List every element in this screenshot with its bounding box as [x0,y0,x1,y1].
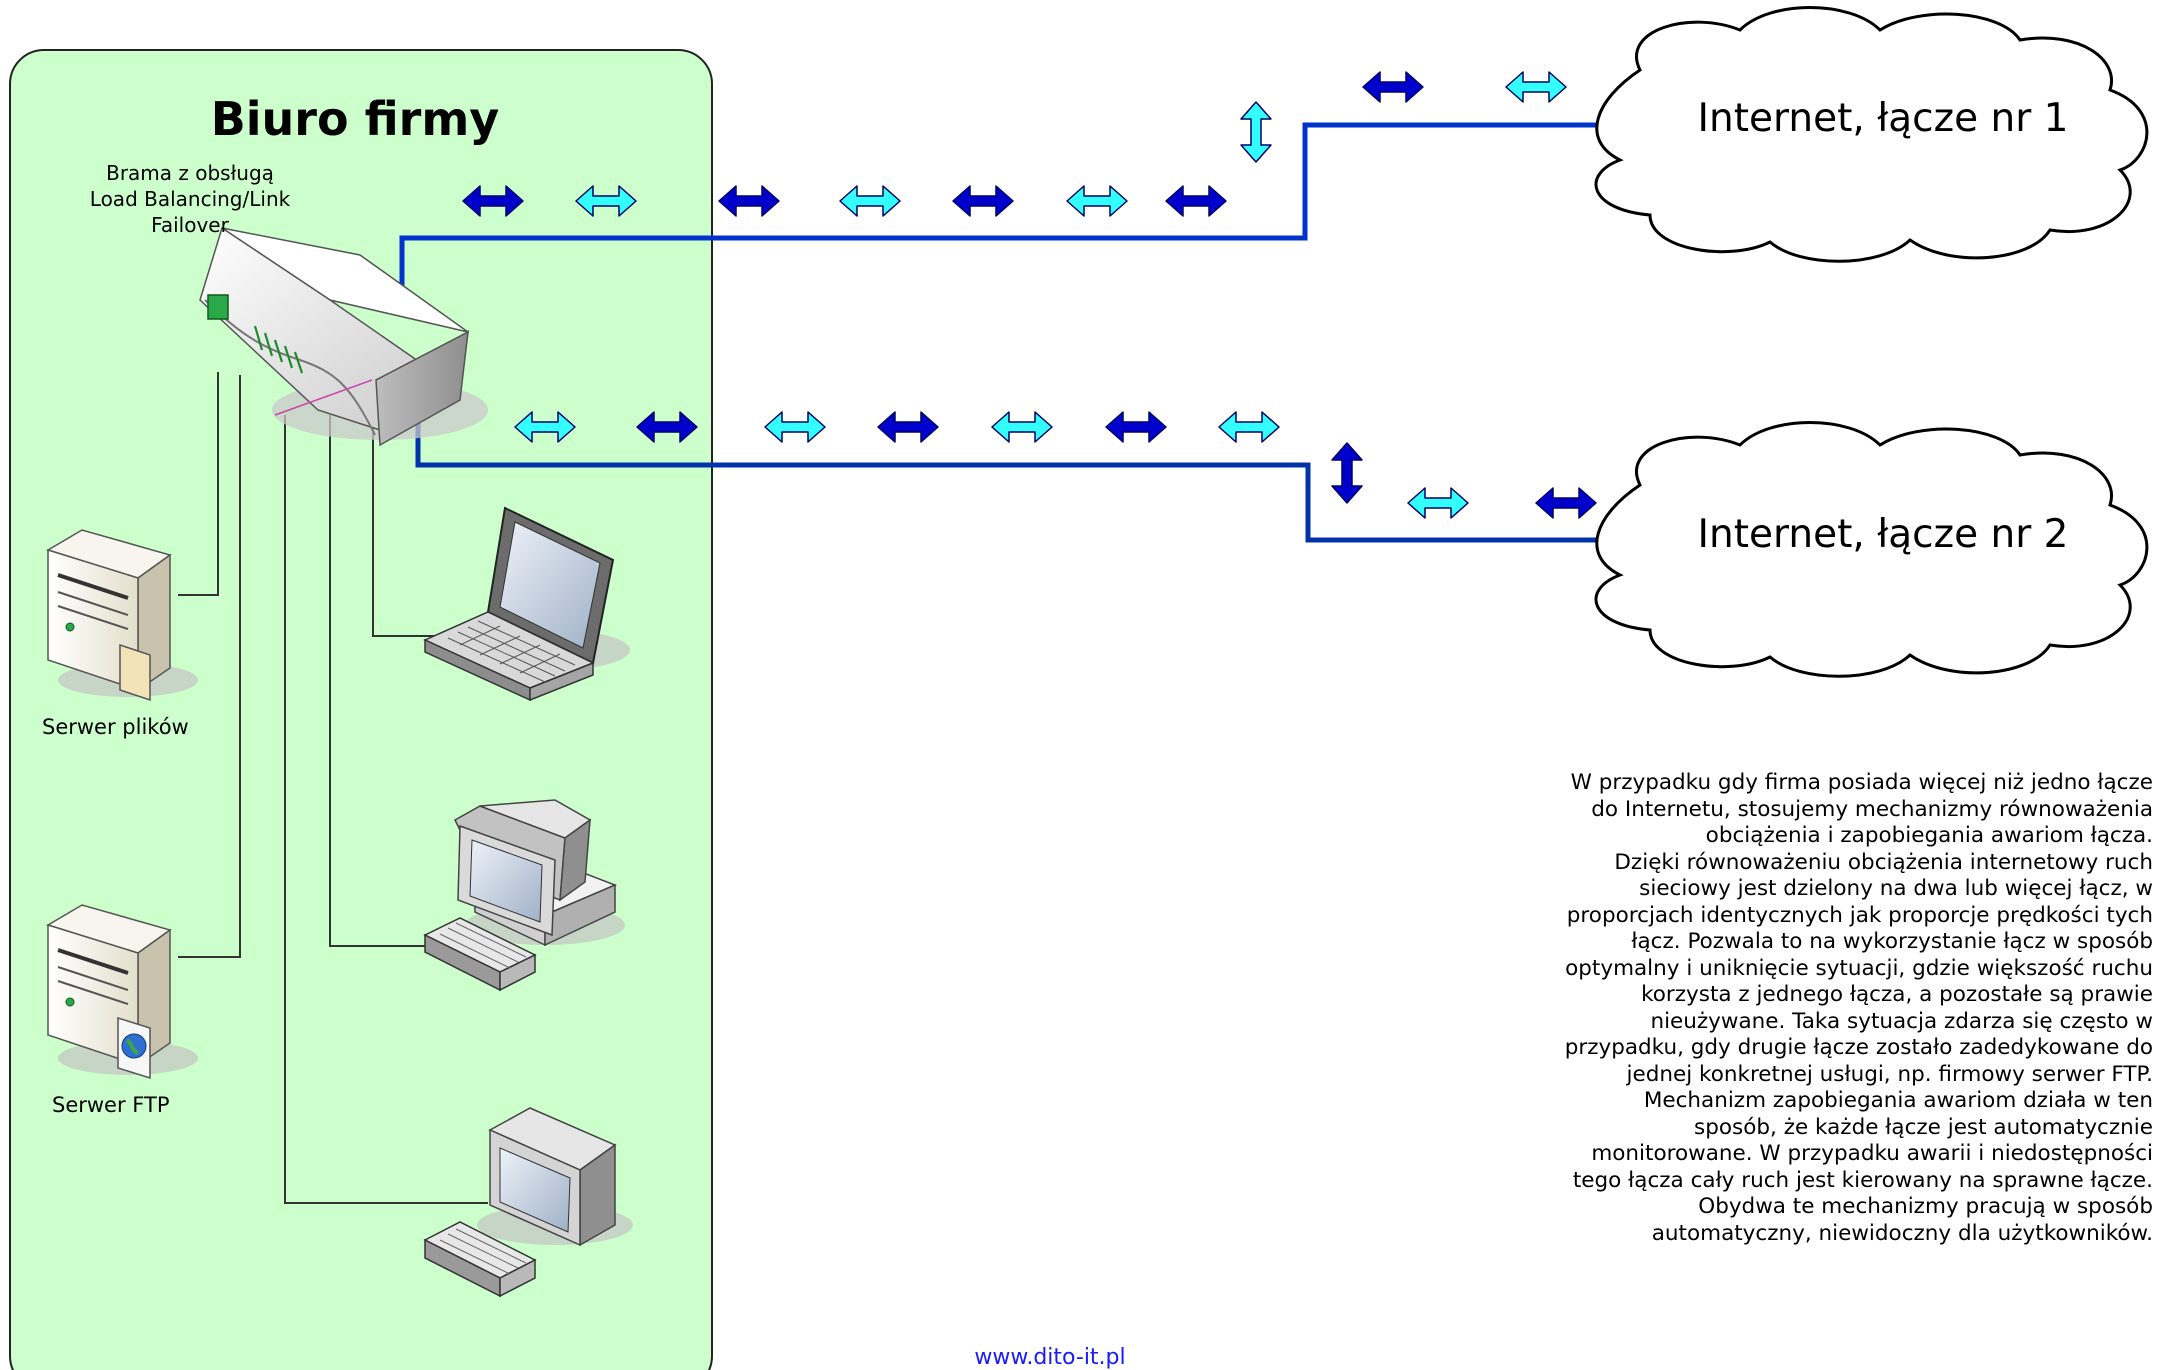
cloud-icon [1594,421,2149,678]
wan-link-2-line [415,410,1606,543]
double-arrow-icon [952,185,1014,217]
ftp-server-label: Serwer FTP [52,1093,170,1117]
description-line: jednej konkretnej usługi, np. firmowy se… [1626,1061,2153,1087]
double-arrow-icon [1165,185,1227,217]
description-line: łącz. Pozwala to na wykorzystanie łącz w… [1631,929,2153,954]
description-line: tego łącza cały ruch jest kierowany na s… [1572,1167,2153,1193]
description-line: przypadku, gdy drugie łącze zostało zade… [1564,1035,2153,1060]
double-arrow-icon [1218,411,1280,443]
double-arrow-icon [1066,185,1128,217]
description-line: Mechanizm zapobiegania awariom działa w … [1643,1088,2153,1113]
gateway-label-line: Load Balancing/Link [89,187,291,211]
description-line: W przypadku gdy firma posiada więcej niż… [1570,770,2153,795]
description-line: Obydwa te mechanizmy pracują w sposób [1698,1194,2153,1219]
description-line: korzysta z jednego łącza, a pozostałe są… [1641,982,2153,1007]
double-arrow-icon [718,185,780,217]
website-link[interactable]: www.dito-it.pl [974,1345,1126,1370]
double-arrow-icon [1331,442,1363,504]
desktop-computer-icon [423,799,625,992]
description-line: sposób, że każde łącze jest automatyczni… [1694,1114,2153,1140]
laptop-icon [423,506,630,702]
double-arrow-icon [1535,487,1597,519]
description-line: nieużywane. Taka sytuacja zdarza się czę… [1650,1008,2153,1034]
double-arrow-icon [1362,71,1424,103]
office-title: Biuro firmy [210,92,500,146]
wan-link-1-line [399,122,1606,296]
internet-link-2-label: Internet, łącze nr 2 [1697,512,2069,557]
gateway-label-line: Failover [151,213,229,237]
description-line: proporcjach identycznych jak proporcje p… [1566,902,2153,928]
description-line: automatyczny, niewidoczny dla użytkownik… [1651,1220,2153,1246]
gateway-label: Brama z obsługą Load Balancing/Link Fail… [60,160,320,238]
description-line: obciążenia i zapobiegania awariom łącza. [1705,823,2153,848]
description-line: sieciowy jest dzielony na dwa lub więcej… [1639,876,2153,901]
double-arrow-icon [1240,101,1272,163]
office-area [9,49,713,1370]
cloud-icon [1594,6,2149,263]
double-arrow-icon [1407,487,1469,519]
gateway-label-line: Brama z obsługą [106,161,274,185]
double-arrow-icon [1505,71,1567,103]
description-line: do Internetu, stosujemy mechanizmy równo… [1591,796,2153,822]
description-line: Dzięki równoważeniu obciążenia interneto… [1614,849,2153,875]
double-arrow-icon [764,411,826,443]
description-text: W przypadku gdy firma posiada więcej niż… [1545,770,2153,1247]
gateway-router-icon [199,226,488,447]
description-line: optymalny i uniknięcie sytuacji, gdzie w… [1565,955,2153,981]
double-arrow-icon [877,411,939,443]
file-server-icon [46,529,198,702]
description-line: monitorowane. W przypadku awarii i niedo… [1591,1141,2153,1166]
double-arrow-icon [991,411,1053,443]
double-arrow-icon [839,185,901,217]
file-server-label: Serwer plików [42,715,189,739]
ftp-server-icon [46,904,198,1080]
internet-link-1-label: Internet, łącze nr 1 [1697,96,2069,141]
double-arrow-icon [1105,411,1167,443]
crt-monitor-icon [423,1107,633,1298]
